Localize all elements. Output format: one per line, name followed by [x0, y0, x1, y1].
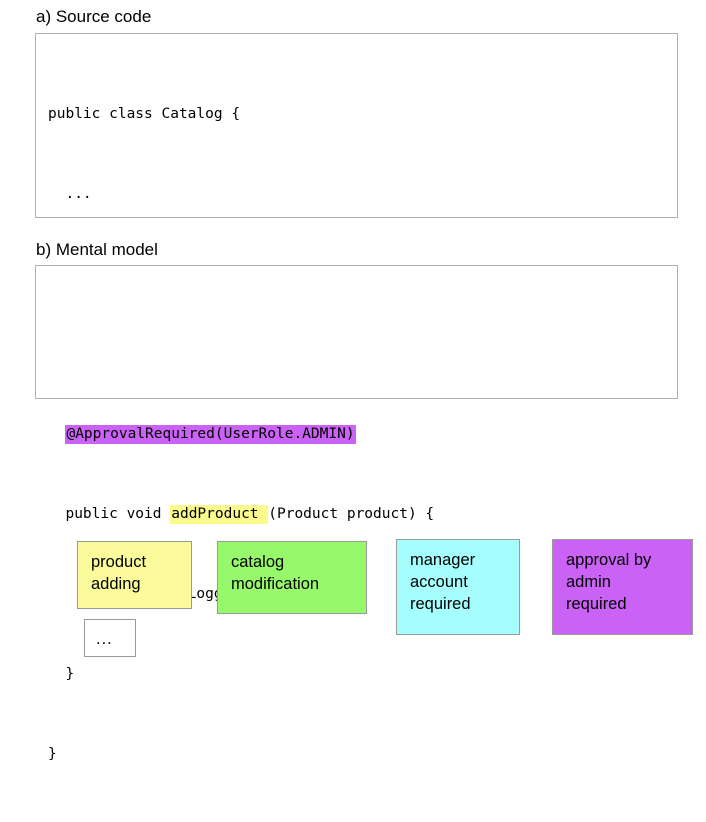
concept-box-catalog-modification: catalog modification — [217, 541, 367, 614]
code-text: ... — [65, 186, 92, 202]
code-line-1: public class Catalog { — [48, 104, 434, 124]
code-line-5: @ApprovalRequired(UserRole.ADMIN) — [48, 424, 434, 444]
source-code-panel: public class Catalog { ... @CatalogModif… — [35, 33, 678, 762]
method-name-add-product: addProduct — [170, 505, 269, 524]
code-text: } — [65, 666, 75, 682]
annotation-approval-required: @ApprovalRequired(UserRole.ADMIN) — [65, 425, 356, 444]
section-heading-mental-model: b) Mental model — [36, 240, 158, 259]
code-line-6: public void addProduct (Product product)… — [48, 504, 434, 524]
concept-box-approval-by-admin-required: approval by admin required — [552, 539, 693, 635]
section-heading-source-code: a) Source code — [36, 7, 152, 26]
mental-model-panel: product adding ... catalog modification … — [35, 265, 693, 657]
code-text: public class Catalog { — [48, 106, 241, 122]
concept-box-ellipsis: ... — [84, 619, 136, 657]
concept-box-product-adding: product adding — [77, 541, 192, 609]
code-line-2: ... — [48, 184, 434, 204]
code-text: public void — [65, 506, 171, 522]
concept-box-manager-account-required: manager account required — [396, 539, 520, 635]
code-line-9: } — [48, 744, 434, 764]
figure-root: a) Source code public class Catalog { ..… — [35, 7, 693, 762]
source-code-block: public class Catalog { ... @CatalogModif… — [48, 44, 434, 822]
code-line-8: } — [48, 664, 434, 684]
code-text: (Product product) { — [268, 506, 435, 522]
code-text: } — [48, 746, 57, 762]
